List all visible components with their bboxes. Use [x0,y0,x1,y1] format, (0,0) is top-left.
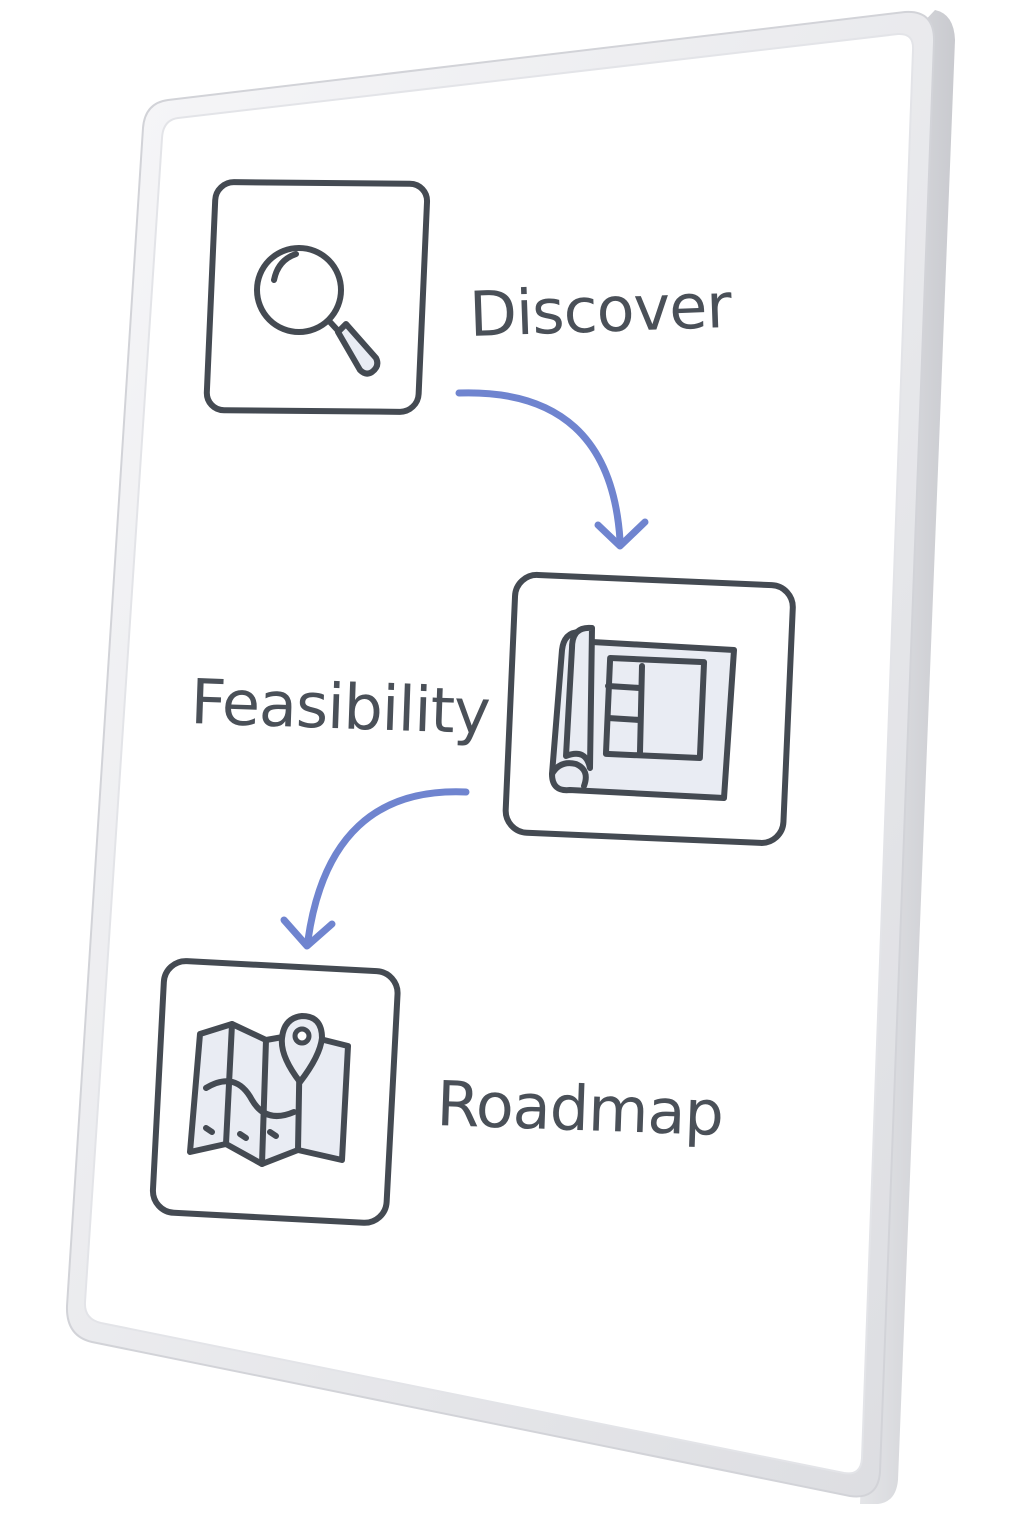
step-label-roadmap: Roadmap [435,1067,724,1150]
step-label-feasibility: Feasibility [189,665,490,748]
magnifying-glass-icon [254,245,381,377]
arrow-discover-to-feasibility [455,389,649,550]
map-pin-icon [187,1013,351,1167]
discover-icon-box [203,179,431,415]
arrow-feasibility-to-roadmap [280,788,470,950]
blueprint-icon [549,624,737,801]
step-feasibility: Feasibility [189,571,796,846]
step-label-discover: Discover [468,269,734,351]
step-discover: Discover [203,179,734,415]
step-roadmap: Roadmap [149,958,724,1226]
